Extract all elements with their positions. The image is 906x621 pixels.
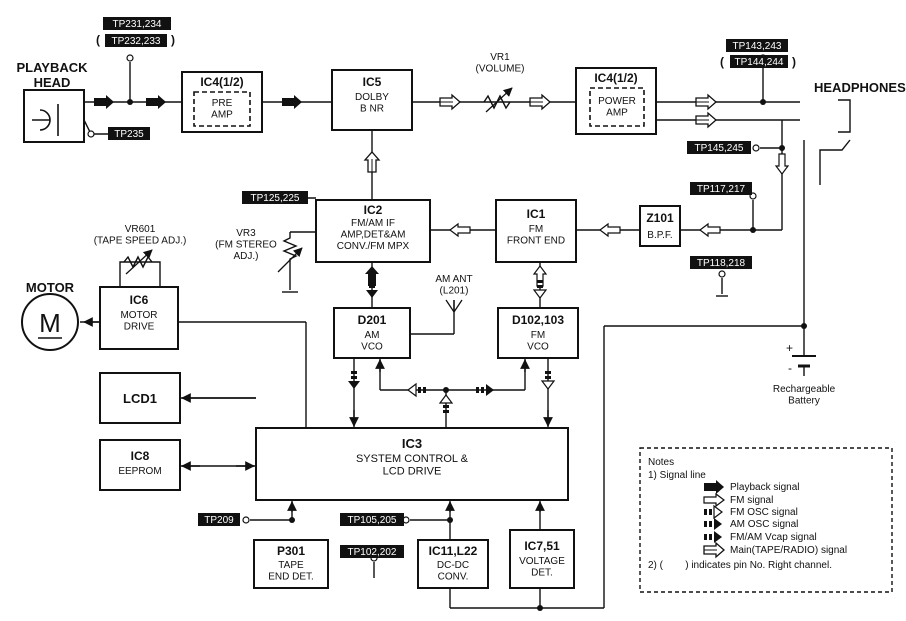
ic3-block: IC3 SYSTEM CONTROL &LCD DRIVE [255,427,569,501]
tp232-paren-close: ) [171,33,175,47]
battery-minus: - [788,361,792,375]
am-antenna: AM ANT(L201) [435,274,473,314]
notes-signal-line: 1) Signal line [648,470,706,481]
tp144-paren-close: ) [792,55,796,69]
ic7-title: IC7,51 [524,539,560,553]
notes-legend: Notes 1) Signal line Playback signal FM … [639,447,893,593]
p301-title: P301 [277,544,305,558]
z101-title: Z101 [646,211,674,225]
ic3-sub: SYSTEM CONTROL &LCD DRIVE [356,453,469,478]
ic8-block: IC8 EEPROM [99,439,181,491]
tp125-label: TP125,225 [251,193,300,204]
ic1-title: IC1 [527,207,546,221]
ic4-pre-title: IC4(1/2) [200,75,243,89]
note-main: Main(TAPE/RADIO) signal [730,545,847,556]
ic4-power-title: IC4(1/2) [594,71,637,85]
tp209-label: TP209 [204,515,234,526]
vr601-tape-speed: VR601(TAPE SPEED ADJ.) [94,224,187,275]
note-am-osc: AM OSC signal [730,519,798,530]
tp143-label: TP143,243 [733,41,782,52]
tp118-label: TP118,218 [697,258,746,269]
signal-arrows [94,94,789,414]
tp231-label: TP231,234 [113,19,162,30]
note-vcap: FM/AM Vcap signal [730,532,817,543]
note-fm-osc: FM OSC signal [730,507,798,518]
tp235-label: TP235 [114,129,144,140]
z101-block: Z101 B.P.F. [639,205,681,247]
tp144-paren-open: ( [720,55,724,69]
tp145-label: TP145,245 [695,143,744,154]
notes-pin-note: 2) ( ) indicates pin No. Right channel. [648,560,832,571]
d102-title: D102,103 [512,313,564,327]
tp117-label: TP117,217 [697,184,746,195]
tp232-paren-open: ( [96,33,100,47]
test-point-labels: TP231,234 ( TP232,233 ) TP235 TP143,243 … [96,17,796,558]
ic8-title: IC8 [131,449,150,463]
am-ant-label: AM ANT(L201) [435,274,472,297]
tp102-label: TP102,202 [348,547,397,558]
note-fm: FM signal [730,495,773,506]
lcd1-block: LCD1 [99,372,181,424]
motor-symbol: M [39,308,61,338]
ic3-title: IC3 [402,436,422,451]
note-playback: Playback signal [730,482,799,493]
vr601-label: VR601(TAPE SPEED ADJ.) [94,224,187,247]
headphones-label: HEADPHONES [814,80,906,95]
tp232-label: TP232,233 [112,36,161,47]
ic2-title: IC2 [364,203,383,217]
ic8-sub: EEPROM [118,466,161,477]
vr1-volume: VR1(VOLUME) [476,52,525,113]
notes-title: Notes [648,457,674,468]
d201-title: D201 [358,313,387,327]
motor: MOTOR M [21,280,79,351]
control-arrows [83,317,553,512]
vr1-label: VR1(VOLUME) [476,52,525,75]
tp144-label: TP144,244 [735,57,784,68]
tp105-label: TP105,205 [348,515,397,526]
ic11-title: IC11,L22 [429,544,478,558]
motor-label: MOTOR [26,280,75,295]
ic5-title: IC5 [363,75,382,89]
z101-sub: B.P.F. [647,230,672,241]
battery-plus: + [786,341,793,355]
lcd1-title: LCD1 [123,391,157,406]
ic6-title: IC6 [130,293,149,307]
